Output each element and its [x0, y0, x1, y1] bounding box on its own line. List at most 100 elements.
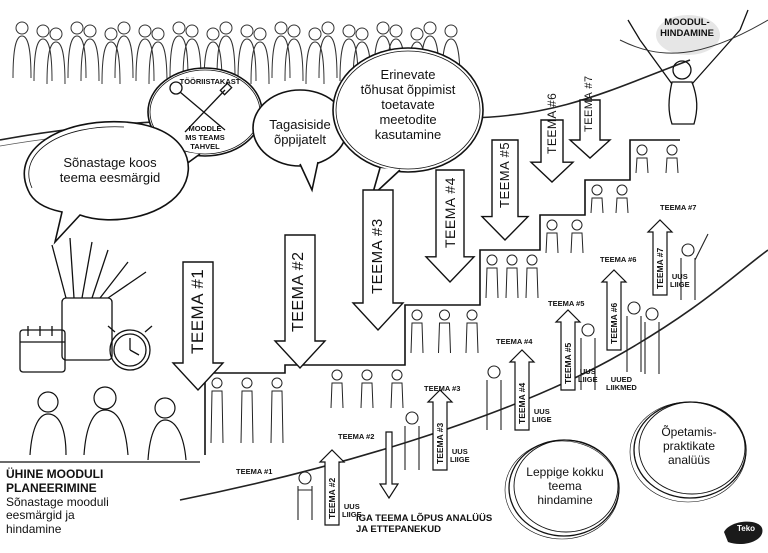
crowd-person-body: [216, 35, 236, 79]
crowd-person-body: [101, 41, 121, 85]
crowd-person-head: [342, 24, 356, 38]
toolbox-item-teams: MS TEAMS: [185, 133, 225, 142]
stair-person-head: [361, 369, 373, 381]
up-arrow-label: TEEMA #3: [435, 422, 445, 464]
stair-person-head: [666, 144, 678, 156]
circle-analysis: [629, 401, 747, 503]
crowd-person-head: [274, 21, 288, 35]
crowd-person-head: [287, 24, 301, 38]
down-arrow-label: TEEMA #1: [187, 268, 207, 354]
down-arrow-label: TEEMA #4: [441, 177, 458, 248]
crowd-person-head: [308, 27, 322, 41]
people-on-stairs: [210, 144, 679, 444]
stair-person-head: [271, 377, 283, 389]
stair-person-body: [570, 232, 584, 254]
toolbox-item-tahvel: TAHVEL: [190, 142, 220, 151]
crowd-person-head: [138, 24, 152, 38]
circle-agree: [504, 439, 620, 540]
crowd-person-head: [240, 24, 254, 38]
crowd-person-head: [355, 27, 369, 41]
crowd-person-body: [237, 38, 257, 82]
stair-person-body: [505, 267, 519, 299]
up-arrows: [318, 219, 674, 526]
stair-topic-label: TEEMA #5: [548, 299, 585, 308]
stair-person-body: [485, 267, 499, 299]
down-arrow-label: TEEMA #5: [497, 141, 513, 208]
stair-person-head: [391, 369, 403, 381]
crowd-person-head: [219, 21, 233, 35]
stair-person-head: [439, 309, 450, 321]
stair-person-body: [390, 382, 404, 409]
crowd-person-head: [83, 24, 97, 38]
crowd-person-body: [46, 41, 66, 85]
celebrating-person: [627, 9, 749, 125]
crowd-person-body: [305, 41, 325, 85]
teko-logo: [724, 521, 763, 545]
planning-group-illustration: [0, 386, 200, 463]
spotlight: [656, 15, 720, 55]
up-arrow: [426, 389, 454, 471]
up-arrow: [554, 309, 582, 391]
up-arrow: [600, 269, 628, 351]
new-member-figures: [297, 233, 709, 520]
stair-person-body: [360, 382, 374, 409]
stair-person-body: [330, 382, 344, 409]
crowd-person-head: [104, 27, 118, 41]
crowd-person-head: [423, 21, 437, 35]
stair-person-body: [635, 157, 649, 174]
stair-person-head: [526, 254, 538, 266]
desk-items-illustration: [19, 237, 153, 373]
down-arrow-label: TEEMA #2: [290, 251, 308, 332]
down-arrow: [424, 169, 476, 284]
stair-person-body: [240, 390, 254, 444]
stair-person-head: [486, 254, 498, 266]
crowd-person-body: [250, 41, 270, 85]
crowd-person-head: [185, 24, 199, 38]
up-arrow: [646, 219, 674, 296]
down-arrows: [171, 99, 612, 392]
stair-person-body: [590, 197, 604, 214]
staircase: [204, 139, 680, 455]
crowd-person-body: [135, 38, 155, 82]
crowd-person-head: [444, 24, 458, 38]
bubble-methods: [332, 47, 484, 199]
crowd-person-body: [318, 35, 338, 79]
wrench-screwdriver-icon: [169, 81, 233, 133]
stair-person-body: [545, 232, 559, 254]
down-arrow-label: TEEMA #7: [583, 75, 596, 132]
stair-person-body: [615, 197, 629, 214]
crowd-person-head: [253, 27, 267, 41]
down-arrow: [529, 119, 575, 183]
stair-person-head: [636, 144, 648, 156]
stair-person-body: [665, 157, 679, 174]
toolbox-title: TÖÖRIISTAKAST: [179, 77, 241, 86]
teko-logo-text: Teko: [736, 524, 756, 533]
up-arrow-label: TEEMA #6: [609, 302, 619, 344]
module-assessment-label: MOODUL-HINDAMINE: [660, 17, 714, 39]
stair-person-head: [571, 219, 583, 231]
toolbox-item-moodle: MOODLE: [188, 124, 222, 133]
crowd-person-head: [15, 21, 29, 35]
stair-person-body: [270, 390, 284, 444]
stair-person-body: [525, 267, 539, 299]
down-arrow: [171, 261, 225, 392]
crowd-person-body: [80, 38, 100, 82]
bubble-goals: [23, 120, 190, 245]
crowd-person-head: [376, 21, 390, 35]
down-arrow: [273, 234, 327, 370]
stair-person-body: [465, 322, 479, 354]
stair-topic-label: TEEMA #4: [496, 337, 533, 346]
crowd-person-body: [114, 35, 134, 79]
